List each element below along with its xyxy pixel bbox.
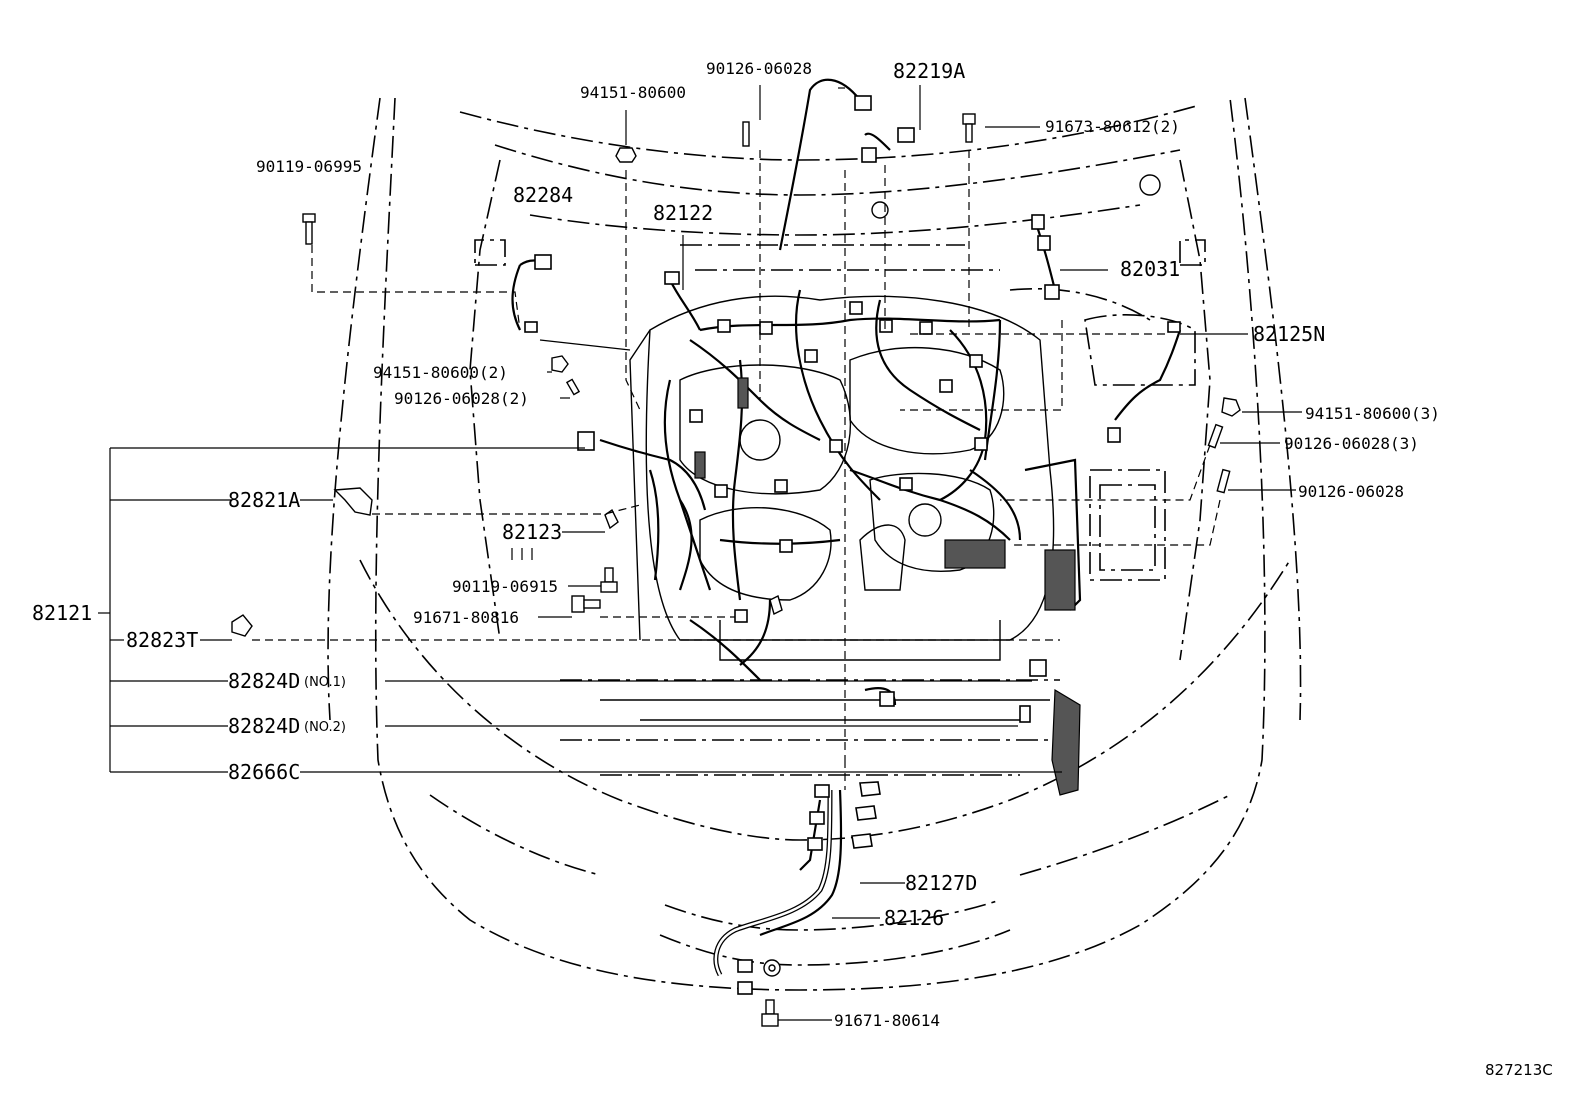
front-harness bbox=[713, 781, 881, 995]
leader-lines bbox=[98, 85, 1302, 1021]
label-82219A: 82219A bbox=[893, 59, 965, 83]
bolt-91671-80816-icon bbox=[571, 595, 601, 613]
stud-90126-06028-top-icon bbox=[742, 121, 750, 147]
bolt-90119-06915-icon bbox=[600, 567, 618, 593]
bolt-90119-06995-icon bbox=[302, 213, 316, 245]
label-90126-06028-2: 90126-06028(2) bbox=[394, 389, 529, 408]
label-90126-06028-3: 90126-06028(3) bbox=[1284, 434, 1419, 453]
connectors bbox=[231, 95, 1181, 796]
label-82824D-no1-note: (NO.1) bbox=[304, 675, 346, 690]
label-82125N: 82125N bbox=[1253, 322, 1325, 346]
label-82121: 82121 bbox=[32, 601, 92, 625]
nut-94151-80600-top-icon bbox=[615, 147, 637, 163]
label-82824D-no1: 82824D bbox=[228, 669, 300, 693]
bolt-91671-80614-icon bbox=[761, 999, 779, 1027]
stud-90126-06028-3-icon bbox=[1207, 423, 1224, 449]
label-94151-80600-2: 94151-80600(2) bbox=[373, 363, 508, 382]
label-82127D: 82127D bbox=[905, 871, 977, 895]
nut-94151-80600-2-icon bbox=[551, 355, 569, 373]
label-94151-80600-3: 94151-80600(3) bbox=[1305, 404, 1440, 423]
diagram-code: 827213C bbox=[1485, 1061, 1553, 1079]
engine-assembly bbox=[600, 295, 1055, 721]
engine-wire-harness bbox=[511, 78, 1182, 706]
nut-94151-80600-3-icon bbox=[1221, 397, 1241, 417]
label-94151-80600-top: 94151-80600 bbox=[580, 83, 686, 102]
bolt-91673-80612-icon bbox=[962, 113, 976, 143]
label-82666C: 82666C bbox=[228, 760, 300, 784]
stud-90126-06028-right-icon bbox=[1216, 468, 1231, 494]
label-90119-06995: 90119-06995 bbox=[256, 157, 362, 176]
label-91673-80612: 91673-80612(2) bbox=[1045, 117, 1180, 136]
label-82284: 82284 bbox=[513, 183, 573, 207]
label-82824D-no2-note: (NO.2) bbox=[304, 720, 346, 735]
part-labels: 90126-06028 82219A 94151-80600 91673-806… bbox=[32, 59, 1553, 1079]
label-82126: 82126 bbox=[884, 906, 944, 930]
label-90126-06028-right: 90126-06028 bbox=[1298, 482, 1404, 501]
label-90126-06028-top: 90126-06028 bbox=[706, 59, 812, 78]
vehicle-body-outline bbox=[327, 97, 1302, 991]
label-91671-80614: 91671-80614 bbox=[834, 1011, 940, 1030]
stud-90126-06028-2-icon bbox=[565, 378, 581, 396]
label-82824D-no2: 82824D bbox=[228, 714, 300, 738]
label-91671-80816: 91671-80816 bbox=[413, 608, 519, 627]
label-82823T: 82823T bbox=[126, 628, 198, 652]
label-82123: 82123 bbox=[502, 520, 562, 544]
label-82122: 82122 bbox=[653, 201, 713, 225]
label-82031: 82031 bbox=[1120, 257, 1180, 281]
label-90119-06915: 90119-06915 bbox=[452, 577, 558, 596]
fasteners bbox=[302, 113, 1241, 1027]
label-82821A: 82821A bbox=[228, 488, 300, 512]
